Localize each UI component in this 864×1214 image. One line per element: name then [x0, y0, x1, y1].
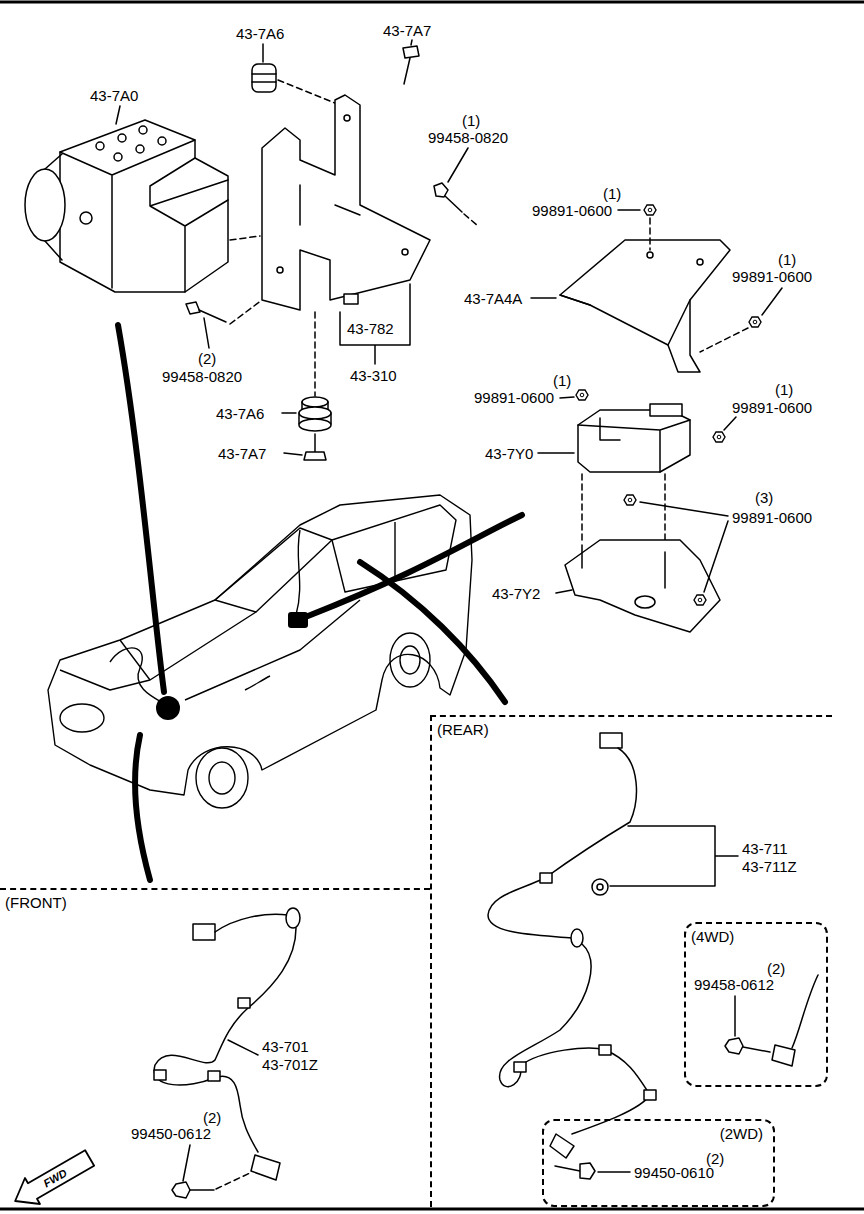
- part-number: 99458-0820: [428, 129, 508, 146]
- part-number: 99891-0600: [732, 399, 812, 416]
- part-number: 99450-0610: [634, 1164, 714, 1181]
- quantity-number: (2): [767, 960, 785, 977]
- part-number: 43-711Z: [742, 858, 797, 875]
- part-number: 99458-0612: [694, 976, 774, 993]
- part-number: 43-782: [347, 320, 394, 337]
- part-number: 43-7A7: [383, 22, 431, 39]
- part-number: 43-7Y2: [492, 585, 540, 602]
- part-number: 43-7A6: [236, 25, 284, 42]
- region-box: (FRONT): [0, 888, 430, 1207]
- part-number: 99891-0600: [732, 268, 812, 285]
- part-number: 99450-0612: [131, 1125, 211, 1142]
- quantity-number: (1): [778, 251, 796, 268]
- part-number: 99891-0600: [474, 389, 554, 406]
- part-number: 43-310: [350, 367, 397, 384]
- part-number: 99891-0600: [732, 509, 812, 526]
- region-heading: (FRONT): [5, 894, 67, 911]
- quantity-number: (1): [553, 372, 571, 389]
- quantity-number: (2): [203, 1109, 221, 1126]
- part-number: 43-7A6: [216, 405, 264, 422]
- part-number: 43-7A4A: [464, 290, 522, 307]
- part-number: 43-7A0: [90, 87, 138, 104]
- part-number: 43-7Y0: [485, 445, 533, 462]
- part-number: 43-7A7: [218, 445, 266, 462]
- region-heading: (2WD): [720, 1125, 763, 1142]
- region-box: (2WD): [542, 1119, 775, 1207]
- part-number: 99458-0820: [162, 368, 242, 385]
- quantity-number: (2): [198, 350, 216, 367]
- part-number: 43-701Z: [262, 1056, 318, 1073]
- part-number: 99891-0600: [532, 202, 612, 219]
- quantity-number: (1): [603, 185, 621, 202]
- part-number: 43-701: [262, 1038, 309, 1055]
- region-heading: (REAR): [437, 721, 489, 738]
- region-heading: (4WD): [691, 928, 734, 945]
- quantity-number: (1): [462, 112, 480, 129]
- region-box: (4WD): [684, 922, 828, 1087]
- quantity-number: (3): [755, 489, 773, 506]
- quantity-number: (1): [775, 381, 793, 398]
- part-number: 43-711: [742, 840, 788, 857]
